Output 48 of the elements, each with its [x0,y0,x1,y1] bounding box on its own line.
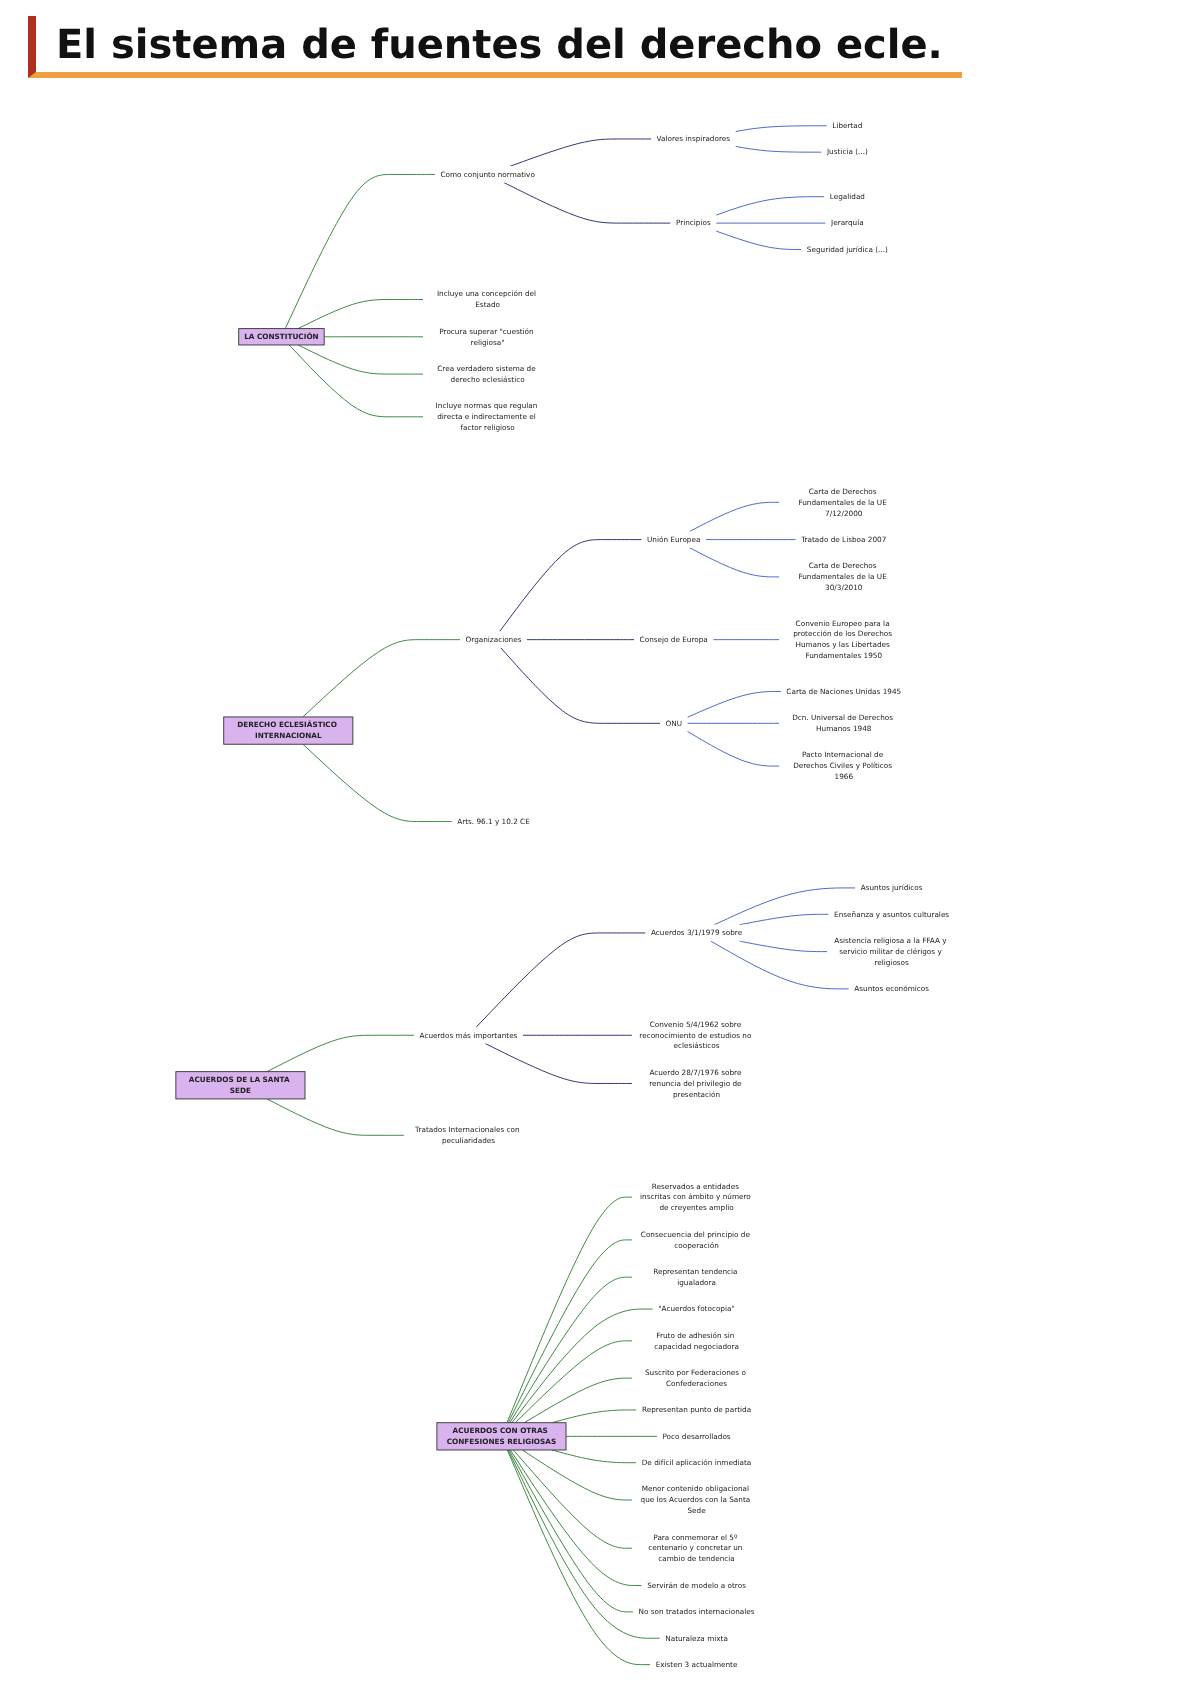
connector [266,1034,415,1073]
connector [297,299,424,330]
connector [715,230,802,250]
connector [523,1377,633,1424]
connector [266,1098,405,1136]
connector [712,639,780,641]
connector [288,344,424,418]
connector [521,1449,633,1501]
connector [514,1340,633,1424]
connector [565,1435,658,1437]
connector [500,647,661,724]
connector [511,1308,654,1424]
connector [705,539,797,541]
connector [526,639,635,641]
connector [507,1239,633,1424]
connector [512,1449,633,1549]
connector [499,539,642,632]
connector [689,547,780,578]
connector [503,182,671,224]
connector [506,1196,633,1424]
connector [735,125,828,133]
connector [297,344,424,375]
connector [475,932,646,1028]
diagram-title: El sistema de fuentes del derecho ecle. [28,16,963,78]
connector [508,1449,634,1613]
connector [509,1276,633,1424]
connector [738,940,828,953]
connector [323,336,424,338]
connector [713,887,856,926]
connector [551,1449,637,1464]
connector [686,730,780,767]
connector [715,196,825,216]
connector [509,138,652,167]
connector [484,1043,633,1084]
connector [686,691,782,718]
connector [738,913,830,926]
connector [551,1409,637,1424]
connector [302,639,461,718]
connector [509,1449,643,1586]
connector [689,501,780,532]
connector [686,722,780,724]
connector [302,743,453,822]
connector [710,940,850,990]
connector [735,145,822,153]
connector [507,1449,661,1639]
connector [284,174,436,330]
connector [506,1449,651,1666]
connector [522,1034,633,1036]
